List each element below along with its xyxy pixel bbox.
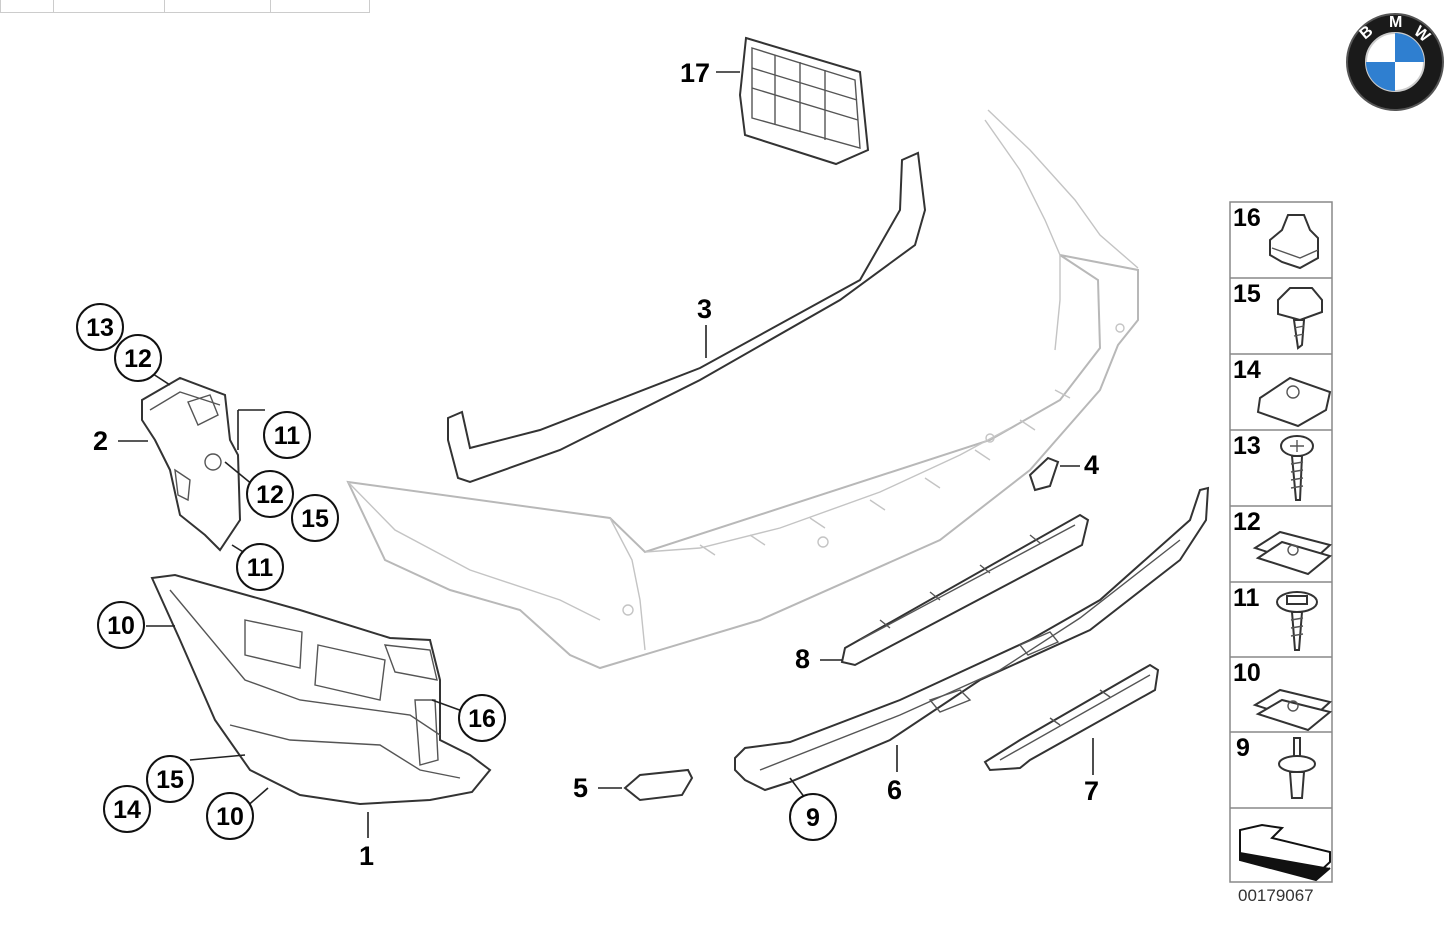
callout-2: 2 xyxy=(93,426,108,456)
legend-item-14: 14 xyxy=(1233,356,1261,384)
circled-callout-13: 13 xyxy=(76,303,124,351)
vent-grille xyxy=(738,36,870,166)
legend-item-10: 10 xyxy=(1233,659,1261,687)
circled-callout-12b: 12 xyxy=(246,470,294,518)
circled-callout-10a: 10 xyxy=(97,601,145,649)
leader-lines xyxy=(118,71,1094,838)
callout-15: 15 xyxy=(156,766,184,794)
upper-trim-strip xyxy=(447,151,927,484)
expanding-rivet-icon xyxy=(1278,737,1316,799)
fastener-legend: 16 15 14 13 12 11 10 9 xyxy=(1229,201,1333,883)
callout-17: 17 xyxy=(680,58,710,88)
callout-6: 6 xyxy=(887,775,902,805)
diagram-reference-number: 00179067 xyxy=(1238,886,1314,905)
callout-12: 12 xyxy=(256,481,284,509)
clip-nut-icon xyxy=(1252,688,1333,732)
spring-clip-icon xyxy=(1256,376,1332,428)
hex-nut-icon xyxy=(1269,214,1319,270)
callout-9: 9 xyxy=(806,804,820,832)
callout-11: 11 xyxy=(247,554,274,582)
small-trim-cap xyxy=(623,768,694,802)
logo-letter-m: M xyxy=(1389,14,1402,31)
side-trim-panel xyxy=(150,573,492,806)
callout-10: 10 xyxy=(216,803,244,831)
circled-callout-9: 9 xyxy=(789,793,837,841)
direction-arrow-icon xyxy=(1239,823,1331,882)
bumper-cover-ghost xyxy=(346,109,1139,670)
callout-4: 4 xyxy=(1084,450,1099,480)
legend-item-9: 9 xyxy=(1236,734,1250,762)
callout-8: 8 xyxy=(795,644,810,674)
legend-item-16: 16 xyxy=(1233,204,1261,232)
bmw-logo: B M W xyxy=(1346,13,1444,111)
callout-15: 15 xyxy=(301,505,329,533)
circled-callout-12a: 12 xyxy=(114,334,162,382)
circled-callout-15a: 15 xyxy=(291,494,339,542)
legend-item-11: 11 xyxy=(1233,584,1260,612)
circled-callout-15b: 15 xyxy=(146,755,194,803)
callout-1: 1 xyxy=(359,841,374,871)
collar-screw-icon xyxy=(1277,287,1323,350)
upper-reflector-strip xyxy=(840,513,1090,667)
legend-item-12: 12 xyxy=(1233,508,1261,536)
circled-callout-11b: 11 xyxy=(236,543,284,591)
clip-nut-icon xyxy=(1252,530,1333,576)
callout-12: 12 xyxy=(124,345,152,373)
legend-item-15: 15 xyxy=(1233,280,1261,308)
pan-head-screw-icon xyxy=(1280,435,1314,501)
callout-7: 7 xyxy=(1084,776,1099,806)
circled-callout-10b: 10 xyxy=(206,792,254,840)
callout-14: 14 xyxy=(113,796,141,824)
washer-screw-icon xyxy=(1276,591,1318,651)
lower-diffuser-trim xyxy=(734,486,1210,792)
circled-callout-11a: 11 xyxy=(263,411,311,459)
callout-16: 16 xyxy=(468,705,496,733)
callout-10: 10 xyxy=(107,612,135,640)
tow-eye-cover xyxy=(1028,456,1060,492)
legend-item-13: 13 xyxy=(1233,432,1261,460)
callout-13: 13 xyxy=(86,314,114,342)
circled-callout-14: 14 xyxy=(103,785,151,833)
lower-right-trim xyxy=(983,663,1160,772)
tab-fragment xyxy=(270,0,370,13)
callout-5: 5 xyxy=(573,773,588,803)
callout-11: 11 xyxy=(274,422,301,450)
callout-3: 3 xyxy=(697,294,712,324)
side-bracket xyxy=(141,376,242,552)
circled-callout-16: 16 xyxy=(458,694,506,742)
